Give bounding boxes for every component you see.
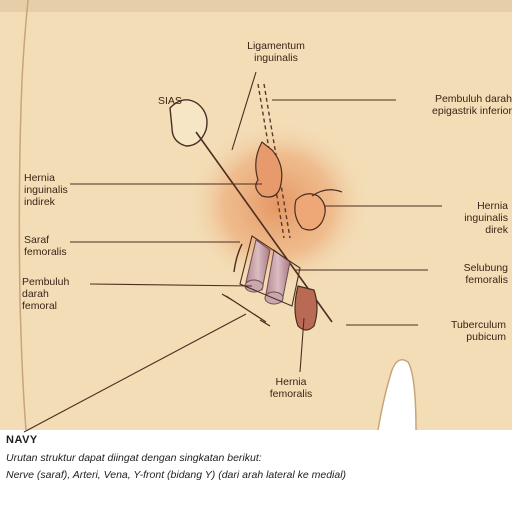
label-tuberculum-pubicum: Tuberculum pubicum <box>410 319 506 343</box>
label-saraf-femoralis: Saraf femoralis <box>24 234 67 258</box>
label-hernia-inguinalis-indirek: Hernia inguinalis indirek <box>24 172 68 208</box>
label-ligamentum-inguinalis: Ligamentum inguinalis <box>226 40 326 64</box>
caption-block: NAVY Urutan struktur dapat diingat denga… <box>6 434 506 481</box>
caption-title: NAVY <box>6 434 506 446</box>
label-hernia-inguinalis-direk: Hernia inguinalis direk <box>420 200 508 236</box>
hernia-direct-bulge <box>295 194 325 230</box>
caption-line-1: Urutan struktur dapat diingat dengan sin… <box>6 452 506 464</box>
top-shadow <box>0 0 512 12</box>
label-hernia-femoralis: Hernia femoralis <box>236 376 346 400</box>
caption-line-2: Nerve (saraf), Arteri, Vena, Y-front (bi… <box>6 469 506 481</box>
label-pembuluh-darah-femoral: Pembuluh darah femoral <box>22 276 69 312</box>
label-sias: SIAS <box>158 95 182 107</box>
label-epigastric-vessels: Pembuluh darah epigastrik inferior <box>390 93 512 117</box>
hernia-femoral <box>295 286 317 330</box>
label-selubung-femoralis: Selubung femoralis <box>420 262 508 286</box>
